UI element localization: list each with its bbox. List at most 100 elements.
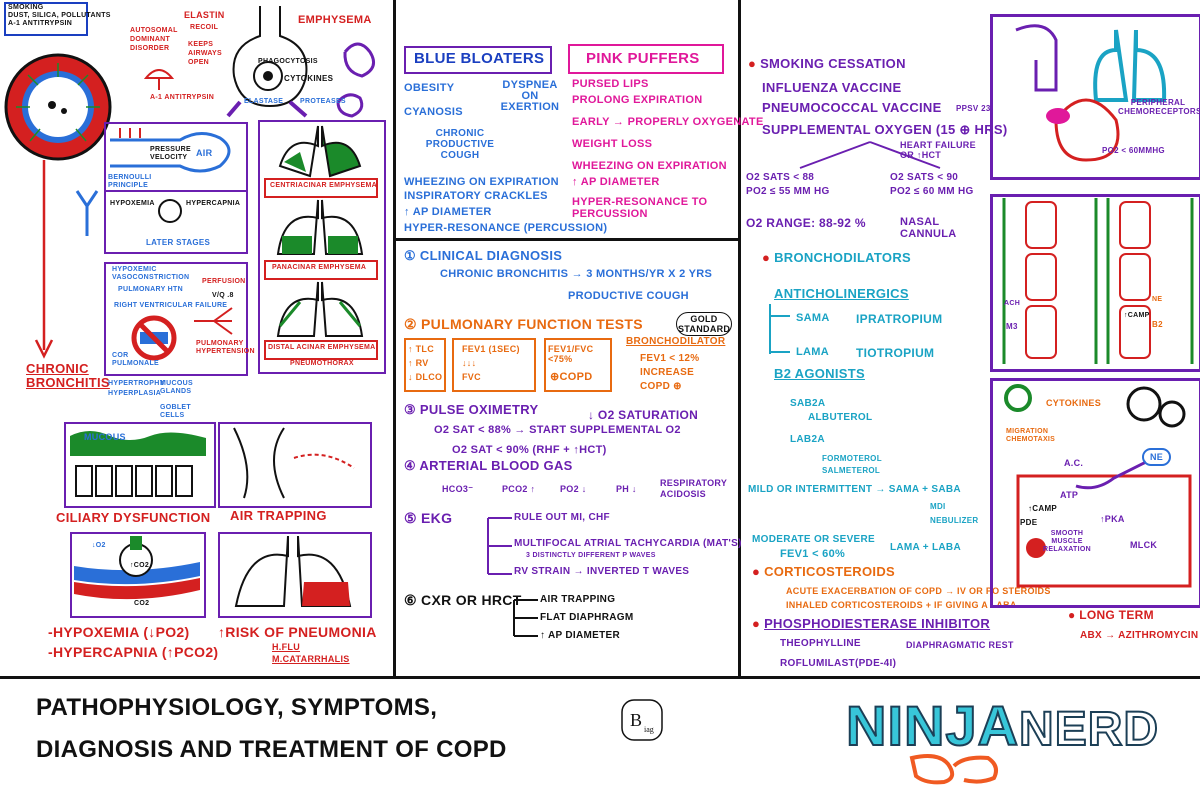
nebulizer-label: NEBULIZER	[930, 516, 979, 525]
abx-label: ABX → AZITHROMYCIN	[1080, 630, 1199, 641]
ne-bubble: NE	[1142, 448, 1172, 466]
velocity-label: VELOCITY	[150, 154, 188, 161]
laba-label: LAB2A	[790, 434, 825, 445]
distal-acinar-label: DISTAL ACINAR EMPHYSEMA	[268, 344, 376, 351]
mlck-label: MLCK	[1130, 540, 1158, 550]
dx2-box2-text: FEV1 (1SEC) ↓↓↓ FVC	[462, 342, 520, 384]
dx1-title: ① CLINICAL DIAGNOSIS	[404, 248, 563, 263]
dx2-gold: GOLD STANDARD	[676, 312, 732, 336]
peripheral-chemoreceptors: PERIPHERAL CHEMORECEPTORS	[1118, 98, 1200, 116]
legend-a1: α-1 ANTITRYPSIN	[8, 20, 73, 28]
mdi-label: MDI	[930, 502, 946, 511]
nasal-cannula: NASAL CANNULA	[900, 216, 957, 240]
ciliary-dysfunction-label: CILIARY DYSFUNCTION	[56, 510, 211, 525]
fev-60-label: FEV1 < 60%	[780, 548, 846, 560]
no-sign-icon	[131, 315, 177, 361]
lama-label: LAMA	[796, 346, 829, 358]
bronchodilators-title: ● BRONCHODILATORS	[762, 250, 911, 265]
co2-label: CO2	[134, 600, 150, 607]
dx3-title: ③ PULSE OXIMETRY	[404, 402, 539, 417]
cortico-acute: ACUTE EXACERBATION OF COPD → IV OR PO ST…	[786, 586, 1051, 596]
po2-60mmhg: PO2 < 60MMHG	[1102, 146, 1165, 155]
vq-label: V/Q .8	[212, 292, 234, 299]
lama-laba-label: LAMA + LABA	[890, 542, 961, 553]
h-flu-label: H.FLU	[272, 642, 300, 652]
o2-sats-88: O2 SATS < 88	[746, 172, 815, 183]
ekg-p-waves: 3 DISTINCTLY DIFFERENT P WAVES	[526, 552, 656, 559]
ciliated-epithelium-illustration	[70, 431, 206, 497]
alveolus-co2-illustration	[158, 199, 182, 223]
cor-pulmonale-box	[104, 262, 248, 376]
signature-icon: B iag	[621, 699, 663, 741]
pneumonia-box	[218, 532, 372, 618]
migration-label: MIGRATION CHEMOTAXIS	[1006, 428, 1056, 443]
tx-ppsv: PPSV 23	[956, 104, 991, 113]
pulm-htn-label: PULMONARY HTN	[118, 286, 183, 293]
cytokines-label: CYTOKINES	[284, 74, 334, 83]
hypoxemic-vaso-label: HYPOXEMIC VASOCONSTRICTION	[112, 266, 190, 281]
airway-tube-illustration	[110, 128, 231, 173]
dx5-title-text: EKG	[421, 510, 453, 526]
mucous-label: MUCOUS	[84, 432, 126, 442]
tx-pneumococcal: PNEUMOCOCCAL VACCINE	[762, 100, 942, 115]
ac-label: A.C.	[1064, 458, 1084, 468]
theophylline-label: THEOPHYLLINE	[780, 638, 861, 649]
anticholinergics-title: ANTICHOLINERGICS	[774, 286, 909, 301]
pink-puffers-title-box	[568, 44, 724, 74]
centriacinar-lungs	[278, 125, 362, 178]
smooth-muscle-cells-illustration	[1002, 198, 1194, 364]
bernoulli-label: BERNOULLI PRINCIPLE	[108, 174, 152, 189]
pink-expiration: PROLONG EXPIRATION	[572, 94, 703, 106]
pink-weight: WEIGHT LOSS	[572, 138, 653, 150]
dx2-bronchodilator: BRONCHODILATOR	[626, 336, 726, 347]
tx-influenza: INFLUENZA VACCINE	[762, 80, 902, 95]
tiotropium-label: TIOTROPIUM	[856, 346, 935, 360]
blue-bloaters-title: BLUE BLOATERS	[414, 50, 545, 67]
pink-lips: PURSED LIPS	[572, 78, 649, 90]
blue-obesity: OBESITY	[404, 82, 455, 94]
blue-hyperresonance: HYPER-RESONANCE (PERCUSSION)	[404, 222, 608, 234]
dx2-bd-text: FEV1 < 12% INCREASE COPD ⊕	[640, 352, 699, 394]
dx4-title-text: ARTERIAL BLOOD GAS	[419, 458, 573, 473]
formoterol-label: FORMOTEROL	[822, 454, 882, 463]
pneumonia-label: ↑RISK OF PNEUMONIA	[218, 624, 377, 640]
dx2-bd-fev: FEV1 < 12%	[640, 353, 700, 364]
ne-label: NE	[1152, 296, 1163, 303]
a1-antitrypsin-label: α-1 ANTITRYPSIN	[150, 94, 215, 101]
divider-right	[738, 0, 741, 678]
chemoreceptor-illustration	[1015, 24, 1167, 162]
dx2-tlc: ↑ TLC	[408, 344, 434, 354]
blue-dyspnea: DYSPNEA ON EXERTION	[500, 79, 560, 113]
pulmonary-hypertension-label: PULMONARY HYPERTENSION	[196, 340, 255, 355]
pressure-label: PRESSURE	[150, 146, 191, 153]
tx-hf: HEART FAILURE OR ↑HCT	[900, 140, 976, 160]
pink-wheezing: WHEEZING ON EXPIRATION	[572, 160, 727, 172]
tx-oxygen: SUPPLEMENTAL OXYGEN (15 ⊕ HRS)	[762, 122, 1008, 137]
dx2-fvc: FVC	[462, 372, 481, 382]
keeps-airways-label: KEEPS AIRWAYS OPEN	[188, 41, 222, 66]
panacinar-label: PANACINAR EMPHYSEMA	[272, 264, 367, 271]
dx3-sat: ↓ O2 SATURATION	[588, 408, 699, 422]
hypertrophy-label: HYPERTROPHY	[108, 380, 165, 387]
dx2-arrows: ↓↓↓	[462, 358, 477, 368]
abg-pco2: PCO2 ↑	[502, 484, 536, 494]
later-stages-box	[104, 190, 248, 254]
pka-label: ↑PKA	[1100, 514, 1125, 524]
emphysema-types-box	[258, 120, 386, 374]
abg-ph: PH ↓	[616, 484, 637, 494]
bronchodilators-text: BRONCHODILATORS	[774, 250, 911, 265]
camp-label: ↑CAMP	[1124, 312, 1150, 319]
b2-receptor-label: B2	[1152, 320, 1163, 329]
b2-agonists-title: B2 AGONISTS	[774, 366, 865, 381]
corticosteroids-title: ● CORTICOSTEROIDS	[752, 564, 895, 579]
abg-result: RESPIRATORY ACIDOSIS	[660, 478, 727, 499]
air-label: AIR	[196, 148, 213, 158]
cxr-ap: ↑ AP DIAMETER	[540, 630, 621, 641]
po2-55: PO2 ≤ 55 MM HG	[746, 186, 830, 197]
dx2-box3	[544, 338, 612, 392]
air-trapping-box	[218, 422, 372, 508]
panacinar-lungs	[276, 199, 364, 255]
divider-footer	[0, 676, 1200, 679]
o2-label: ↓O2	[92, 542, 106, 549]
distal-acinar-lungs	[276, 281, 364, 337]
